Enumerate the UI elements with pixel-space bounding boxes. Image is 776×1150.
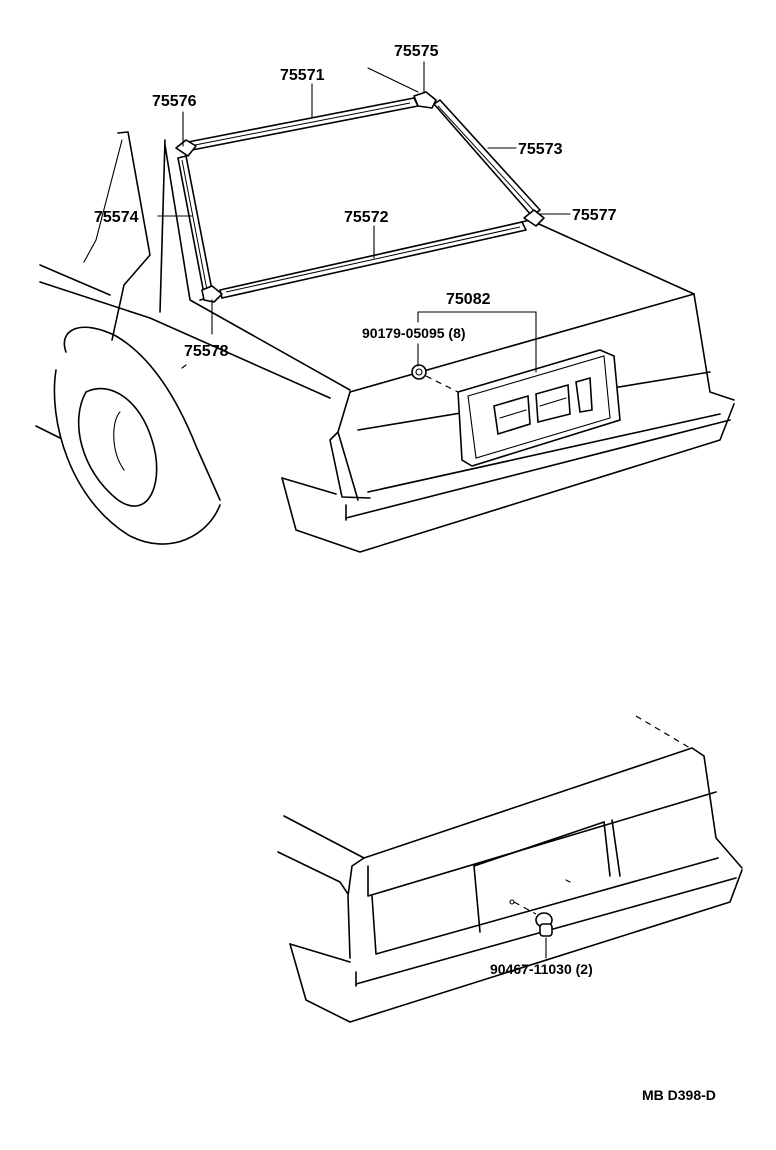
label-75575: 75575 xyxy=(394,43,439,60)
clip-90179-05095 xyxy=(411,364,459,393)
moulding-75578-corner xyxy=(201,285,223,303)
moulding-75577-corner xyxy=(523,209,545,227)
nut-90467-11030 xyxy=(513,901,553,959)
label-75574: 75574 xyxy=(94,209,139,226)
drawing-code: MB D398-D xyxy=(642,1087,716,1103)
label-75577: 75577 xyxy=(572,207,617,224)
label-75573: 75573 xyxy=(518,141,563,158)
label-75578: 75578 xyxy=(184,343,229,360)
label-90467-11030: 90467-11030 (2) xyxy=(490,961,593,977)
garnish-75082 xyxy=(457,349,621,467)
label-75572: 75572 xyxy=(344,209,389,226)
moulding-75575-corner xyxy=(413,91,437,109)
label-90179-05095: 90179-05095 (8) xyxy=(362,325,466,341)
label-75082: 75082 xyxy=(446,291,491,308)
label-75576: 75576 xyxy=(152,93,197,110)
car-body-bottom xyxy=(277,715,743,1023)
label-75571: 75571 xyxy=(280,67,325,84)
leaders-top xyxy=(157,61,571,373)
car-body-top xyxy=(35,131,735,553)
moulding-75573-side xyxy=(433,99,541,217)
moulding-75574-side xyxy=(177,155,213,295)
moulding-75571-upper xyxy=(187,97,419,151)
moulding-75572-lower xyxy=(219,221,527,299)
